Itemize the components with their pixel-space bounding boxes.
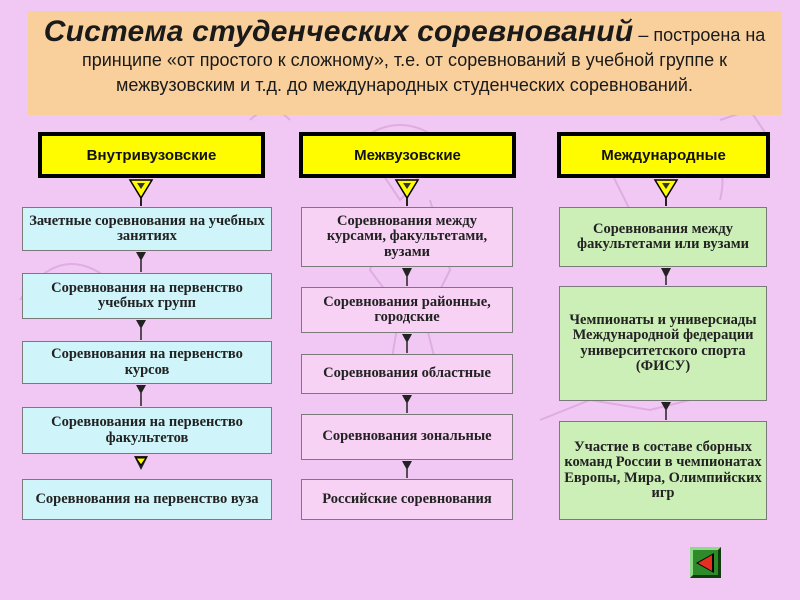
level-label: Российские соревнования bbox=[322, 490, 492, 507]
level-label: Чемпионаты и универсиады Международной ф… bbox=[569, 311, 757, 374]
category-label: Межвузовские bbox=[354, 146, 461, 164]
category-label: Международные bbox=[601, 146, 726, 164]
level-box: Российские соревнования bbox=[301, 479, 513, 520]
page-title: Система студенческих соревнований bbox=[43, 15, 634, 48]
back-arrow-fill bbox=[698, 555, 712, 571]
level-box: Соревнования между факультетами или вуза… bbox=[559, 207, 767, 267]
level-label: Соревнования на первенство курсов bbox=[51, 346, 243, 378]
level-label: Соревнования областные bbox=[323, 365, 491, 382]
title-banner: Система студенческих соревнований – пост… bbox=[28, 11, 781, 115]
subtitle-part-2: принципе «от простого к сложному», т.е. … bbox=[81, 50, 728, 70]
subtitle-part-3: межвузовским и т.д. до международных сту… bbox=[116, 75, 693, 95]
level-box: Соревнования на первенство учебных групп bbox=[22, 273, 272, 319]
level-box: Участие в составе сборных команд России … bbox=[559, 421, 767, 520]
level-box: Соревнования на первенство вуза bbox=[22, 479, 272, 520]
category-international: Международные bbox=[557, 132, 770, 178]
level-box: Зачетные соревнования на учебных занятия… bbox=[22, 207, 272, 251]
level-label: Соревнования на первенство вуза bbox=[35, 490, 259, 507]
level-box: Соревнования районные, городские bbox=[301, 287, 513, 333]
level-label: Соревнования на первенство факультетов bbox=[51, 414, 243, 446]
level-label: Соревнования районные, городские bbox=[323, 293, 491, 325]
category-inter-university: Межвузовские bbox=[299, 132, 516, 178]
category-intra-university: Внутривузовские bbox=[38, 132, 265, 178]
level-label: Участие в составе сборных команд России … bbox=[564, 438, 762, 501]
level-box: Соревнования на первенство курсов bbox=[22, 341, 272, 384]
level-box: Соревнования зональные bbox=[301, 414, 513, 460]
level-label: Зачетные соревнования на учебных занятия… bbox=[29, 212, 265, 244]
category-label: Внутривузовские bbox=[86, 146, 217, 164]
level-box: Соревнования между курсами, факультетами… bbox=[301, 207, 513, 267]
level-label: Соревнования на первенство учебных групп bbox=[51, 279, 243, 311]
back-button[interactable] bbox=[690, 547, 721, 578]
subtitle-part-1: – построена на bbox=[633, 25, 766, 45]
level-label: Соревнования между курсами, факультетами… bbox=[326, 212, 488, 260]
level-box: Чемпионаты и универсиады Международной ф… bbox=[559, 286, 767, 401]
level-box: Соревнования областные bbox=[301, 354, 513, 394]
level-label: Соревнования между факультетами или вуза… bbox=[577, 220, 749, 252]
level-box: Соревнования на первенство факультетов bbox=[22, 407, 272, 454]
level-label: Соревнования зональные bbox=[322, 428, 492, 445]
